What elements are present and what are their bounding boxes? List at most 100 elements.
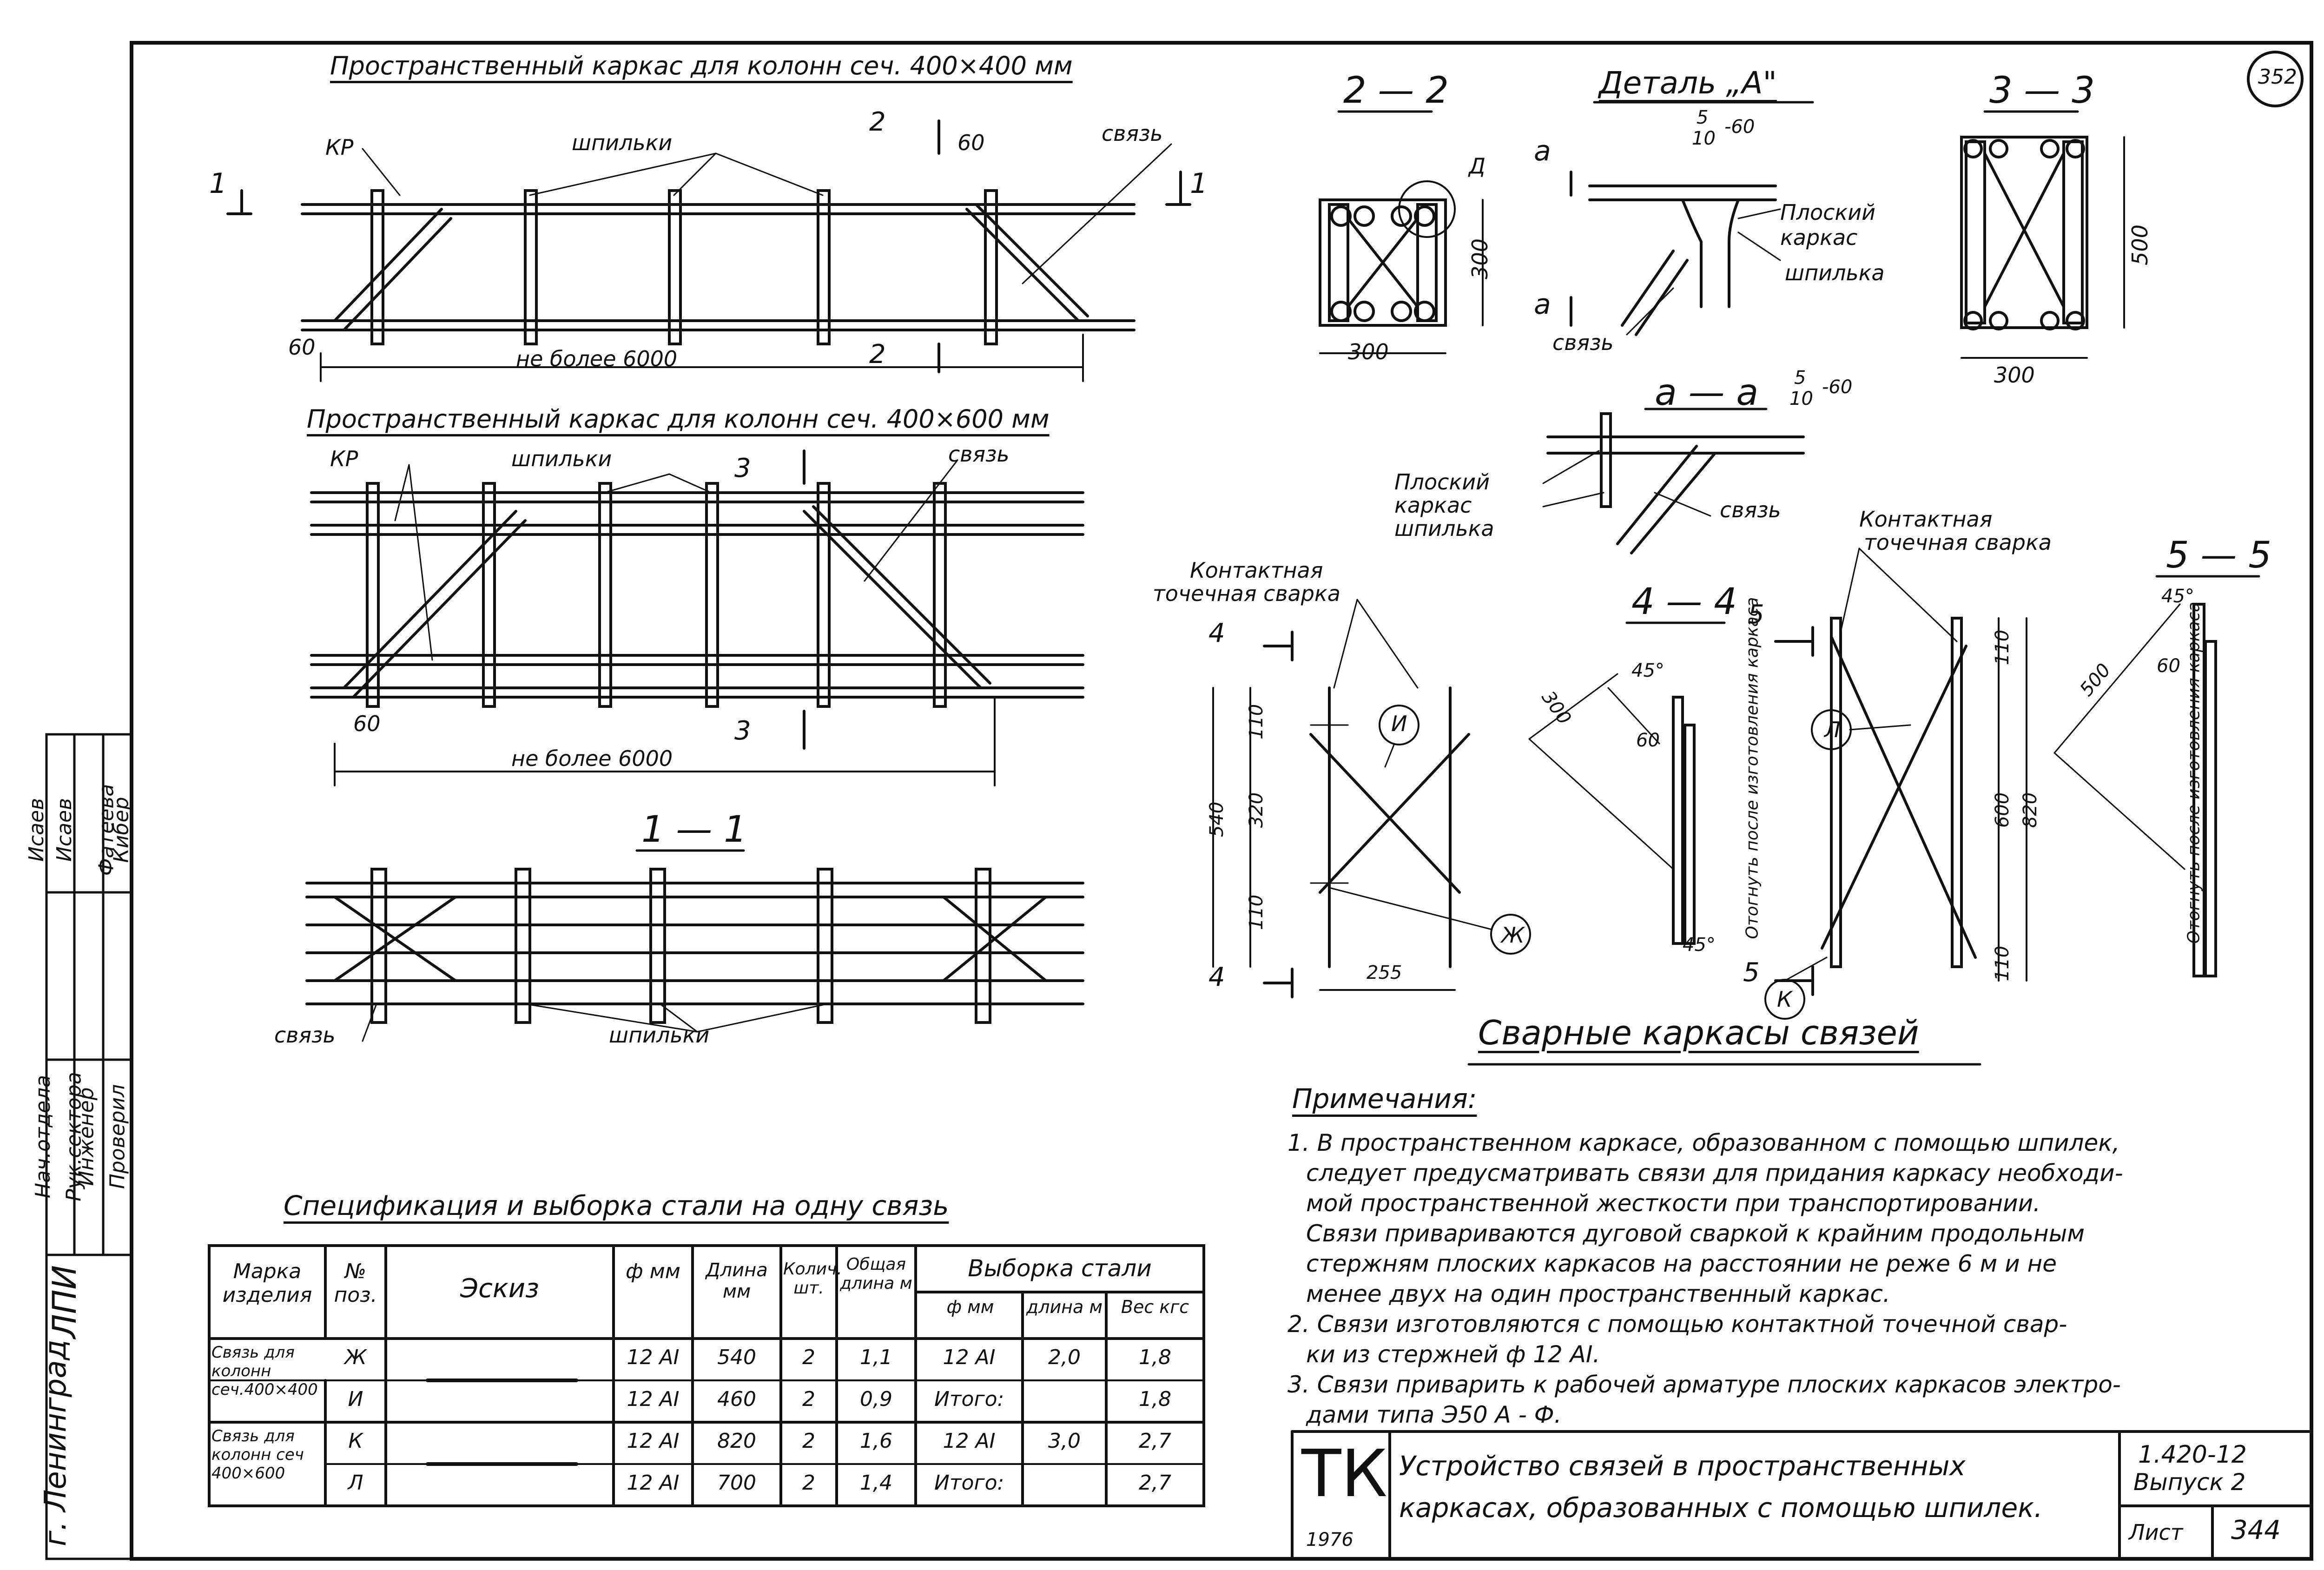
row-3-sel-w: 2,7 <box>1139 1429 1171 1453</box>
detail-a-title: Деталь „А" <box>1599 65 1777 101</box>
frame-400x600-title: Пространственный каркас для колонн сеч. … <box>307 404 1050 434</box>
detail-a-flat-frame: Плоский каркас <box>1780 200 1876 250</box>
row-3-sel-dia: 12 АI <box>943 1429 996 1453</box>
cut-3-bottom: 3 <box>734 716 751 746</box>
detail-a-weld-num: 5 <box>1697 107 1709 128</box>
row-1-sel-dia: 12 АI <box>943 1346 996 1369</box>
stamp-year: 1976 <box>1306 1529 1353 1550</box>
bend-note-5-5: Отогнуть после изготовления каркаса <box>2184 601 2204 944</box>
row-3-qty: 2 <box>802 1429 815 1453</box>
shpilki-label-3: шпильки <box>609 1022 710 1048</box>
stamp-name-2: Фатеева <box>94 784 119 876</box>
left-stamp-grid <box>45 733 133 1560</box>
row-2-qty: 2 <box>802 1387 815 1411</box>
svyaz-label-3: связь <box>274 1022 336 1048</box>
cut-2-top: 2 <box>869 107 886 137</box>
dim-60-top: 60 <box>957 130 985 155</box>
note-line-7: 2. Связи изготовляются с помощью контакт… <box>1287 1311 2067 1338</box>
dim-110a: 110 <box>1246 704 1268 740</box>
dim-3-3-width: 300 <box>1994 363 2035 388</box>
dim-4-4-60: 60 <box>1636 730 1660 751</box>
sheet-number-circle <box>2247 51 2304 107</box>
doc-title-line-2: каркасах, образованных с помощью шпилек. <box>1399 1492 2043 1524</box>
spec-table-title: Спецификация и выборка стали на одну свя… <box>284 1190 949 1221</box>
a-a-weld-den: 10 <box>1789 388 1813 409</box>
cut-5-bottom: 5 <box>1743 957 1760 988</box>
dim-60-frame2: 60 <box>353 711 381 736</box>
title-block-grid <box>1291 1430 2313 1560</box>
doc-issue: Выпуск 2 <box>2133 1469 2246 1496</box>
note-line-10: дами типа Э50 А - Ф. <box>1306 1401 1562 1428</box>
spot-weld-2b: точечная сварка <box>1864 530 2052 555</box>
section-4-4-title: 4 — 4 <box>1631 581 1737 623</box>
th-pos: № поз. <box>334 1260 377 1307</box>
cut-a-top: а <box>1534 135 1551 167</box>
cut-1-left: 1 <box>209 167 227 200</box>
spot-weld-1b: Контактная <box>1859 507 1993 532</box>
dim-255: 255 <box>1367 962 1402 983</box>
row-1-dia: 12 АI <box>627 1346 680 1369</box>
frame-400x400-title: Пространственный каркас для колонн сеч. … <box>330 51 1073 80</box>
row-2-itogo: Итого: <box>934 1387 1004 1411</box>
row-3-len: 820 <box>717 1429 756 1453</box>
th-mark: Марка изделия <box>222 1260 312 1307</box>
stamp-role-4: Нач.отдела <box>31 1075 55 1199</box>
section-a-a-linework <box>1542 412 1805 554</box>
note-line-1: 1. В пространственном каркасе, образован… <box>1287 1129 2120 1156</box>
dim-4-4-45b: 45° <box>1683 934 1716 956</box>
dim-820: 820 <box>2020 792 2041 828</box>
th-sel-dia: ф мм <box>946 1297 994 1317</box>
spec-table-grid <box>208 1244 1205 1507</box>
dim-5-5-45: 45° <box>2161 586 2194 607</box>
frame-400x600-linework <box>310 449 1084 786</box>
row-1-mark: Связь для колонн сеч.400×400 <box>211 1343 318 1399</box>
page-label: Лист <box>2129 1520 2183 1545</box>
doc-title-line-1: Устройство связей в пространственных <box>1399 1450 1966 1482</box>
row-4-sel-w: 2,7 <box>1139 1471 1171 1495</box>
row-2-sel-w: 1,8 <box>1139 1387 1171 1411</box>
row-1-pos: Ж <box>344 1346 367 1369</box>
stamp-role-1: Проверил <box>106 1084 130 1189</box>
row-2-pos: И <box>348 1387 363 1411</box>
row-2-len: 460 <box>717 1387 756 1411</box>
row-3-pos: К <box>348 1429 363 1453</box>
svyaz-label-2: связь <box>948 442 1010 467</box>
section-1-1-title: 1 — 1 <box>641 809 747 851</box>
dim-5-5-60: 60 <box>2157 655 2180 677</box>
row-4-dia: 12 АI <box>627 1471 680 1495</box>
dim-2-2-height: 300 <box>1467 238 1492 279</box>
dim-60-left: 60 <box>288 335 316 360</box>
cut-3-top: 3 <box>734 453 751 483</box>
kr-label-2: КР <box>330 446 358 471</box>
length-label-1: не более 6000 <box>516 346 678 371</box>
note-line-5: стержням плоских каркасов на расстоянии … <box>1306 1250 2057 1277</box>
pos-zh: Ж <box>1501 923 1525 948</box>
section-3-3-linework <box>1960 136 2125 359</box>
dim-110c: 110 <box>1992 629 2014 666</box>
welded-frames-title: Сварные каркасы связей <box>1478 1013 1919 1052</box>
dim-540: 540 <box>1206 801 1228 838</box>
a-a-flat-frame-1: Плоский <box>1394 469 1490 495</box>
dim-110b: 110 <box>1246 894 1268 930</box>
note-line-9: 3. Связи приварить к рабочей арматуре пл… <box>1287 1371 2121 1398</box>
note-line-8: ки из стержней ф 12 АI. <box>1306 1341 1600 1368</box>
dim-600: 600 <box>1992 792 2014 828</box>
row-3-sel-len: 3,0 <box>1048 1429 1081 1453</box>
th-dia: ф мм <box>626 1260 680 1283</box>
page-number: 344 <box>2231 1515 2281 1545</box>
bend-note-4-4: Отогнуть после изготовления каркаса <box>1743 597 1762 939</box>
row-4-qty: 2 <box>802 1471 815 1495</box>
sheet-number: 352 <box>2258 65 2297 89</box>
shpilki-label-2: шпильки <box>511 446 612 471</box>
th-qty: Колич. шт. <box>783 1260 842 1298</box>
stamp-role-3: Рук.сектора <box>62 1072 86 1201</box>
cut-2-bottom: 2 <box>869 339 886 369</box>
stamp-org: ЛПИ <box>45 1265 84 1339</box>
a-a-flat-frame-2: каркас <box>1394 493 1472 518</box>
detail-a-weld-len: -60 <box>1724 116 1755 138</box>
a-a-weld-num: 5 <box>1794 367 1806 389</box>
detail-a-shpilka: шпилька <box>1785 260 1885 285</box>
cut-a-bottom: а <box>1534 288 1551 321</box>
row-4-itogo: Итого: <box>934 1471 1004 1495</box>
